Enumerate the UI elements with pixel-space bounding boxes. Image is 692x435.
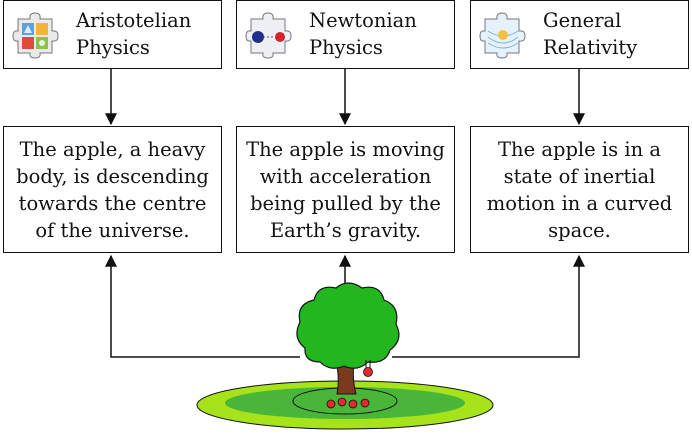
- fallen-apples: [326, 397, 370, 409]
- arrow-tree-to-relativity: [392, 254, 585, 358]
- header-title: Newtonian Physics: [309, 9, 417, 59]
- header-box-relativity: General Relativity: [470, 0, 689, 69]
- header-box-aristotelian: Aristotelian Physics: [3, 0, 222, 69]
- tree-foliage: [296, 282, 400, 369]
- description-box-newtonian: The apple is moving with acceleration be…: [236, 126, 455, 253]
- falling-apple: [363, 360, 373, 377]
- description-text: The apple, a heavy body, is descending t…: [16, 137, 209, 242]
- description-text: The apple is moving with acceleration be…: [246, 137, 445, 242]
- puzzle-masses-icon: [245, 12, 292, 59]
- description-box-aristotelian: The apple, a heavy body, is descending t…: [3, 126, 222, 253]
- header-title: General Relativity: [543, 9, 638, 59]
- puzzle-elements-icon: [12, 12, 59, 59]
- description-box-relativity: The apple is in a state of inertial moti…: [470, 126, 689, 253]
- description-text: The apple is in a state of inertial moti…: [486, 137, 673, 242]
- puzzle-curved-space-icon: [479, 12, 526, 59]
- header-box-newtonian: Newtonian Physics: [236, 0, 455, 69]
- arrow-tree-to-aristotelian: [105, 254, 300, 358]
- header-title: Aristotelian Physics: [76, 9, 192, 59]
